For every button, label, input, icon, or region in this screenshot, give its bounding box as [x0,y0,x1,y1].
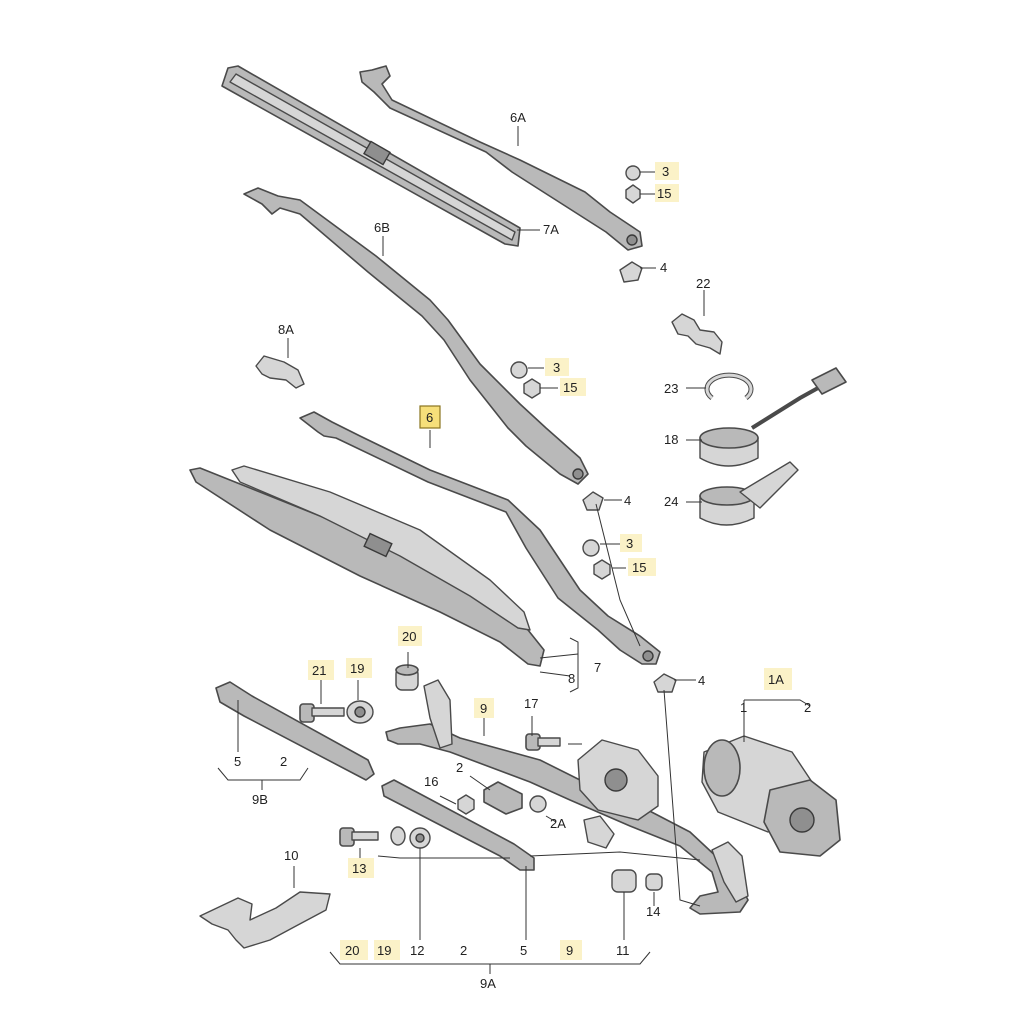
nut-cap-3b[interactable] [510,361,528,379]
wiper-arm-6[interactable] [299,411,661,665]
label-15c: 15 [632,560,646,575]
washer-12[interactable] [390,826,431,849]
label-12: 12 [410,943,424,958]
wiper-motor-1[interactable] [701,735,841,857]
nut-15c[interactable] [593,559,611,580]
label-16: 16 [424,774,438,789]
label-9b: 9 [566,943,573,958]
label-2c: 2 [456,760,463,775]
bracket-24[interactable] [699,461,799,526]
bracket-10[interactable] [199,891,331,949]
bolt-13[interactable] [339,827,379,847]
bushing-11[interactable] [611,869,637,893]
label-19b: 19 [377,943,391,958]
washer-4a[interactable] [619,261,643,283]
clip-22[interactable] [671,313,723,355]
label-2A: 2A [550,816,566,831]
label-13: 13 [352,861,366,876]
label-8A: 8A [278,322,294,337]
spacer-19[interactable] [346,700,374,724]
label-20b: 20 [345,943,359,958]
adapter-8A[interactable] [255,355,305,389]
label-5a: 5 [234,754,241,769]
label-8: 8 [568,671,575,686]
label-3a: 3 [662,164,669,179]
wiper-arm-6A[interactable] [359,65,643,251]
washer-4b[interactable] [582,491,604,511]
leader-lines [217,126,811,974]
nut-16[interactable] [457,794,475,815]
wiper-blade-7A[interactable] [221,65,521,247]
ring-23[interactable] [704,372,754,400]
label-10: 10 [284,848,298,863]
label-11: 11 [616,943,630,958]
cap-2A[interactable] [529,795,547,813]
label-3c: 3 [626,536,633,551]
nut-cap-3a[interactable] [625,165,641,181]
label-17: 17 [524,696,538,711]
label-9B: 9B [252,792,268,807]
nut-15a[interactable] [625,184,641,204]
wiper-arm-6B[interactable] [243,187,589,485]
label-20: 20 [402,629,416,644]
wiper-blade-7[interactable] [189,465,545,667]
label-24: 24 [664,494,678,509]
ball-joint-2[interactable] [483,781,523,815]
label-4c: 4 [698,673,705,688]
nut-15b[interactable] [523,378,541,399]
label-9A: 9A [480,976,496,991]
link-rod-5[interactable] [381,779,535,871]
cap-with-cable-18[interactable] [699,367,847,467]
label-21: 21 [312,663,326,678]
bushing-20[interactable] [395,664,419,691]
label-6A: 6A [510,110,526,125]
label-4b: 4 [624,493,631,508]
crank-arm-9B[interactable] [215,681,375,781]
label-3b: 3 [553,360,560,375]
label-18: 18 [664,432,678,447]
label-14: 14 [646,904,660,919]
label-7: 7 [594,660,601,675]
washer-4c[interactable] [653,673,677,693]
label-6-selected: 6 [426,410,433,425]
cap-14[interactable] [645,873,663,891]
label-2a: 2 [804,700,811,715]
label-4a: 4 [660,260,667,275]
label-15a: 15 [657,186,671,201]
label-1: 1 [740,700,747,715]
bolt-21[interactable] [299,703,345,723]
label-7A: 7A [543,222,559,237]
label-6B: 6B [374,220,390,235]
label-2b: 2 [280,754,287,769]
label-19: 19 [350,661,364,676]
label-9: 9 [480,701,487,716]
label-1A: 1A [768,672,784,687]
label-2d: 2 [460,943,467,958]
nut-cap-3c[interactable] [582,539,600,557]
label-15b: 15 [563,380,577,395]
label-22: 22 [696,276,710,291]
part-labels: 6A 3 15 7A 4 6B 22 8A 3 15 23 6 18 4 24 … [234,110,811,991]
bolt-17[interactable] [525,733,561,751]
linkage-frame-9[interactable] [385,679,749,915]
label-23: 23 [664,381,678,396]
label-5b: 5 [520,943,527,958]
